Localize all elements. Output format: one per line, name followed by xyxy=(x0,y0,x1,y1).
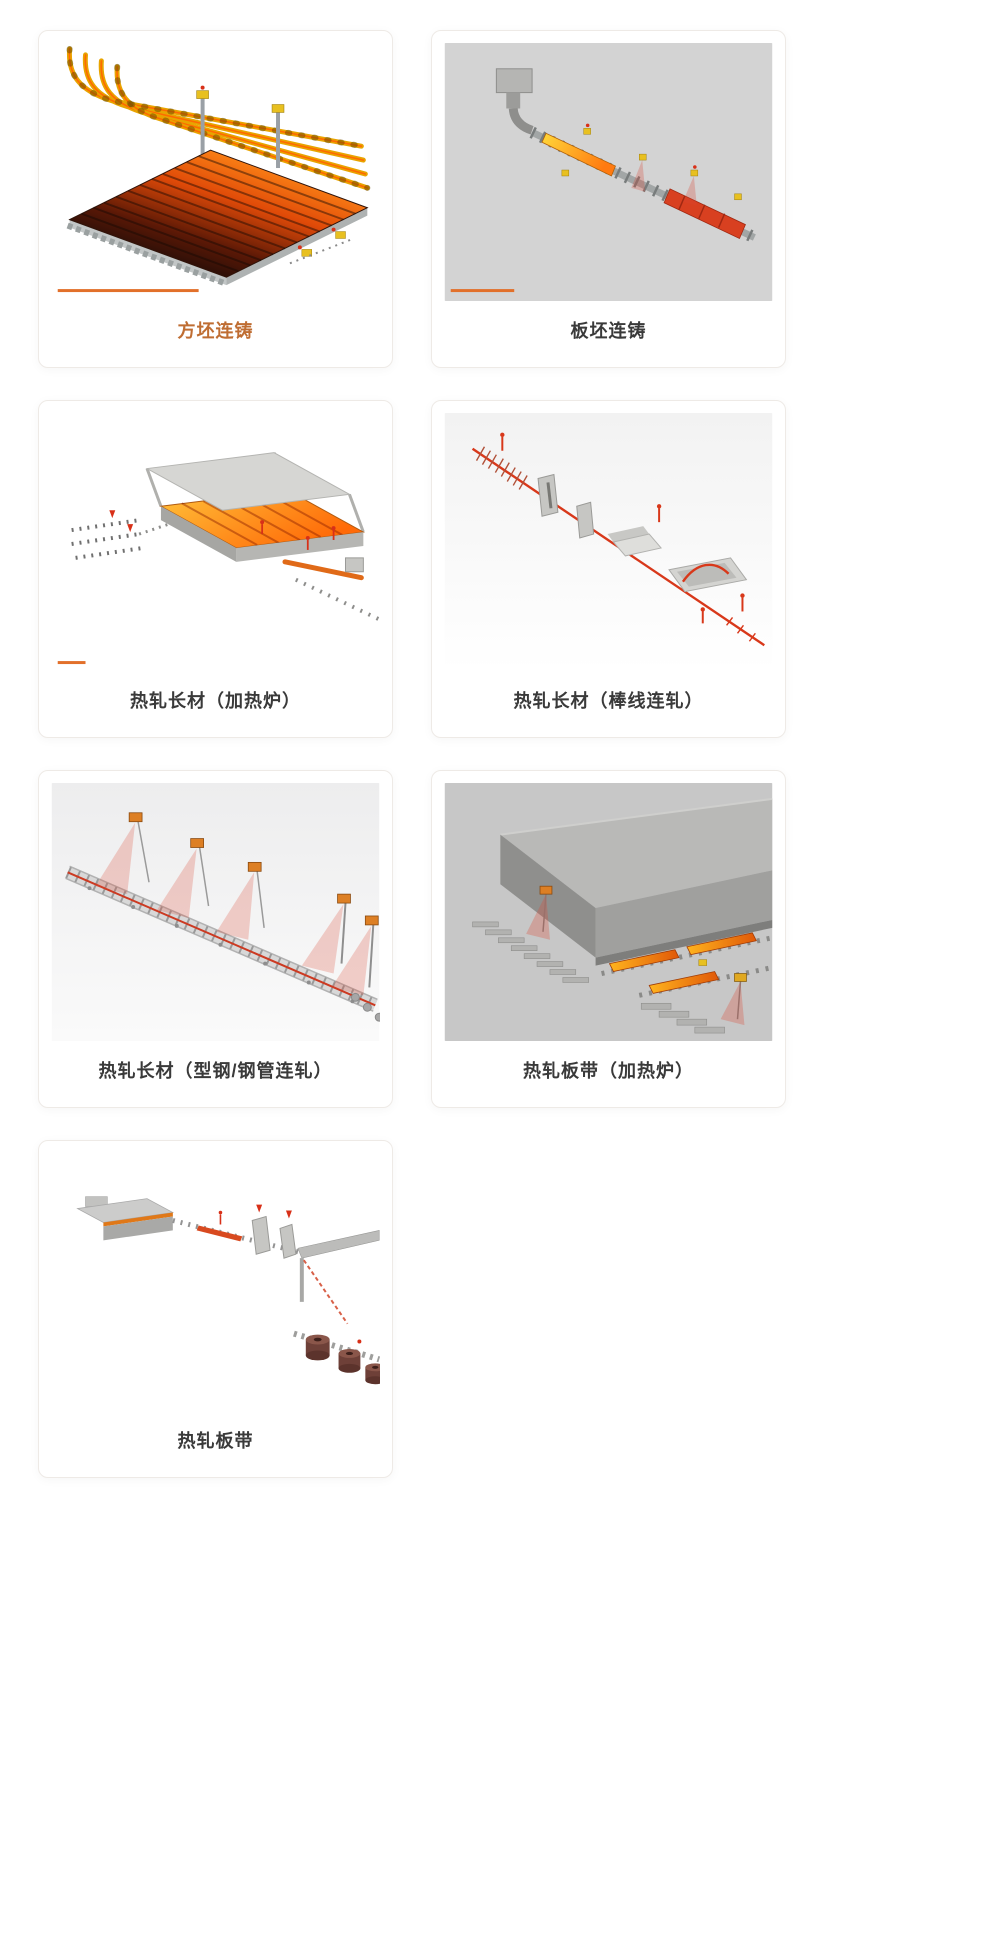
card-title-slab-casting[interactable]: 板坯连铸 xyxy=(570,321,647,341)
long-products-furnace-illustration xyxy=(51,413,380,671)
card-title-long-products-reheating-furnace[interactable]: 热轧长材（加热炉） xyxy=(130,691,301,711)
product-grid: 方坯连铸 xyxy=(38,30,786,1478)
card-title-long-products-bar-wire-mill[interactable]: 热轧长材（棒线连轧） xyxy=(513,691,704,711)
card-slab-casting[interactable]: 板坯连铸 xyxy=(431,30,786,368)
section-pipe-mill-illustration xyxy=(51,783,380,1041)
card-title-billet-casting[interactable]: 方坯连铸 xyxy=(177,321,254,341)
billet-casting-illustration xyxy=(51,43,380,301)
hot-strip-illustration xyxy=(51,1153,380,1411)
strip-furnace-illustration xyxy=(444,783,773,1041)
card-long-products-reheating-furnace[interactable]: 热轧长材（加热炉） xyxy=(38,400,393,738)
card-title-strip-reheating-furnace[interactable]: 热轧板带（加热炉） xyxy=(523,1061,694,1081)
card-hot-strip[interactable]: 热轧板带 xyxy=(38,1140,393,1478)
card-title-long-products-section-pipe-mill[interactable]: 热轧长材（型钢/钢管连轧） xyxy=(98,1061,333,1081)
card-title-hot-strip[interactable]: 热轧板带 xyxy=(177,1431,254,1451)
card-billet-casting[interactable]: 方坯连铸 xyxy=(38,30,393,368)
card-strip-reheating-furnace[interactable]: 热轧板带（加热炉） xyxy=(431,770,786,1108)
bar-wire-mill-illustration xyxy=(444,413,773,671)
slab-casting-illustration xyxy=(444,43,773,301)
card-long-products-bar-wire-mill[interactable]: 热轧长材（棒线连轧） xyxy=(431,400,786,738)
card-long-products-section-pipe-mill[interactable]: 热轧长材（型钢/钢管连轧） xyxy=(38,770,393,1108)
